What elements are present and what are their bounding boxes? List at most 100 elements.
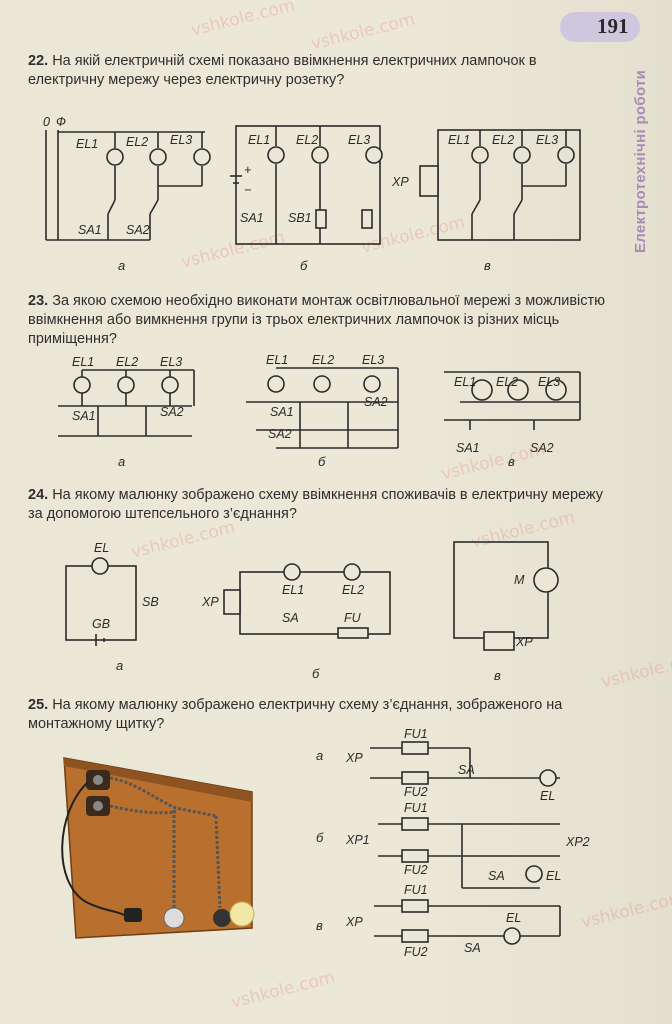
question-text: За якою схемою необхідно виконати монтаж…	[28, 293, 606, 347]
label-zero: 0	[43, 115, 50, 129]
q24-diagram-a	[65, 557, 137, 646]
question-number: 24.	[28, 487, 49, 503]
label-el2: EL2	[116, 355, 138, 369]
label-el3: EL3	[348, 133, 370, 147]
question-number: 22.	[28, 53, 49, 69]
label-el1: EL1	[454, 375, 476, 389]
label-sa1: SA1	[270, 405, 294, 419]
label-sa: SA	[458, 763, 475, 777]
label-el3: EL3	[160, 355, 182, 369]
q25-diagram-a	[370, 741, 560, 787]
label-el3: EL3	[536, 133, 558, 147]
label-plus: +	[244, 163, 251, 177]
caption-a: а	[316, 748, 323, 763]
label-fu1: FU1	[404, 883, 428, 897]
label-el2: EL2	[496, 375, 518, 389]
q23-diagram-a	[58, 369, 195, 437]
label-el: EL	[94, 541, 109, 555]
q25-diagram-b	[378, 817, 560, 889]
question-number: 25.	[28, 697, 49, 713]
question-24: 24. На якому малюнку зображено схему вві…	[28, 486, 608, 524]
label-el3: EL3	[362, 353, 384, 367]
question-23: 23. За якою схемою необхідно виконати мо…	[28, 292, 608, 349]
page-number-badge	[560, 12, 640, 42]
label-xp: XP	[515, 635, 533, 649]
caption-a: а	[118, 454, 125, 469]
label-gb: GB	[92, 617, 110, 631]
label-el1: EL1	[448, 133, 470, 147]
question-number: 23.	[28, 293, 49, 309]
label-fu1: FU1	[404, 727, 428, 741]
label-el3: EL3	[538, 375, 560, 389]
label-el: EL	[546, 869, 561, 883]
label-sa1: SA1	[240, 211, 264, 225]
caption-v: в	[484, 258, 491, 273]
q23-diagram-v	[444, 371, 581, 430]
label-el1: EL1	[76, 137, 98, 151]
label-fu2: FU2	[404, 945, 428, 959]
label-sa1: SA1	[72, 409, 96, 423]
caption-b: б	[318, 454, 326, 469]
label-sa2: SA2	[160, 405, 184, 419]
caption-v: в	[316, 918, 323, 933]
label-el2: EL2	[342, 583, 364, 597]
label-sa2: SA2	[364, 395, 388, 409]
label-fu: FU	[344, 611, 362, 625]
q22-diagram-a	[45, 130, 211, 241]
caption-v: в	[508, 454, 515, 469]
q25-diagram-v	[374, 899, 561, 945]
label-sa: SA	[464, 941, 481, 955]
label-el2: EL2	[492, 133, 514, 147]
caption-b: б	[312, 666, 320, 681]
label-el2: EL2	[312, 353, 334, 367]
mounting-board-illustration	[61, 757, 255, 939]
caption-a: а	[116, 658, 123, 673]
question-25: 25. На якому малюнку зображено електричн…	[28, 696, 608, 734]
caption-b: б	[300, 258, 308, 273]
label-fu2: FU2	[404, 785, 428, 799]
question-text: На якому малюнку зображено електричну сх…	[28, 697, 563, 732]
label-m: M	[514, 573, 525, 587]
q22-diagram-v	[419, 129, 581, 241]
label-el1: EL1	[282, 583, 304, 597]
label-minus: −	[244, 183, 251, 197]
label-sb1: SB1	[288, 211, 312, 225]
label-sb: SB	[142, 595, 159, 609]
question-text: На якій електричній схемі показано ввімк…	[28, 53, 537, 88]
label-el3: EL3	[170, 133, 192, 147]
label-phase: Ф	[56, 115, 66, 129]
label-el2: EL2	[126, 135, 148, 149]
label-fu2: FU2	[404, 863, 428, 877]
caption-v: в	[494, 668, 501, 683]
label-xp1: XP1	[345, 833, 370, 847]
label-el2: EL2	[296, 133, 318, 147]
label-el1: EL1	[72, 355, 94, 369]
label-el1: EL1	[266, 353, 288, 367]
label-xp: XP	[391, 175, 409, 189]
label-sa: SA	[488, 869, 505, 883]
caption-a: а	[118, 258, 125, 273]
q24-diagram-b	[223, 563, 391, 639]
label-xp: XP	[345, 915, 363, 929]
label-sa: SA	[282, 611, 299, 625]
caption-b: б	[316, 830, 324, 845]
label-el: EL	[506, 911, 521, 925]
q22-diagram-b	[230, 125, 383, 245]
label-xp2: XP2	[565, 835, 590, 849]
label-sa2: SA2	[268, 427, 292, 441]
label-sa2: SA2	[530, 441, 554, 455]
question-22: 22. На якій електричній схемі показано в…	[28, 52, 608, 90]
label-el1: EL1	[248, 133, 270, 147]
question-text: На якому малюнку зображено схему ввімкне…	[28, 487, 604, 522]
label-xp: XP	[201, 595, 219, 609]
label-sa1: SA1	[456, 441, 480, 455]
label-el: EL	[540, 789, 555, 803]
page-number: 191	[597, 14, 629, 38]
label-fu1: FU1	[404, 801, 428, 815]
q23-diagram-b	[246, 367, 399, 449]
label-xp: XP	[345, 751, 363, 765]
label-sa2: SA2	[126, 223, 150, 237]
q24-diagram-v	[453, 541, 559, 651]
